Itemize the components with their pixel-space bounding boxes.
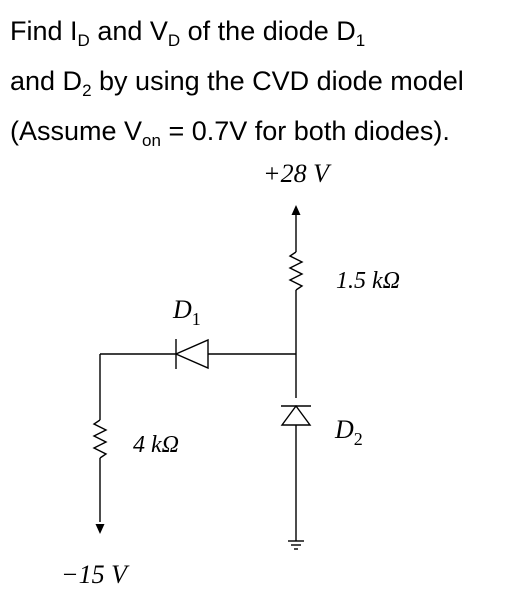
d2-letter: D	[334, 415, 354, 444]
d1-label: D1	[172, 295, 201, 329]
line1-text-a: Find I	[10, 16, 78, 46]
problem-line-3: (Assume Von = 0.7V for both diodes).	[10, 108, 505, 158]
line3-text-a: (Assume V	[10, 116, 143, 146]
r2-label: 4 kΩ	[133, 432, 179, 458]
problem-line-1: Find ID and VD of the diode D1	[10, 8, 505, 58]
d2-sub: 2	[354, 429, 363, 449]
d2-label: D2	[334, 415, 363, 449]
diode-d2-triangle	[280, 404, 312, 426]
resistor-1-5k	[288, 251, 304, 291]
resistor-4k	[92, 419, 108, 459]
line2-sub-a: 2	[82, 81, 92, 100]
problem-statement: Find ID and VD of the diode D1 and D2 by…	[10, 8, 505, 158]
supply-pos-label: +28 V	[263, 159, 332, 188]
line2-text-b: by using the CVD diode model	[91, 66, 464, 96]
r1-label: 1.5 kΩ	[336, 268, 400, 294]
d1-letter: D	[172, 295, 192, 324]
line3-sub-a: on	[142, 131, 161, 150]
line1-text-c: of the diode D	[180, 16, 356, 46]
line1-text-b: and V	[89, 16, 168, 46]
d1-sub: 1	[192, 309, 201, 329]
line3-text-b: = 0.7V for both diodes).	[160, 116, 450, 146]
ground-icon	[288, 540, 304, 550]
supply-neg-arrow-icon	[95, 524, 105, 534]
problem-line-2: and D2 by using the CVD diode model	[10, 58, 505, 108]
diode-d1-triangle	[174, 338, 209, 370]
line1-sub-a: D	[77, 31, 90, 50]
line1-sub-c: 1	[355, 31, 366, 50]
supply-neg-label: −15 V	[61, 560, 130, 589]
line2-text-a: and D	[10, 66, 83, 96]
supply-pos-arrow-icon	[291, 205, 301, 215]
line1-sub-b: D	[167, 31, 181, 50]
